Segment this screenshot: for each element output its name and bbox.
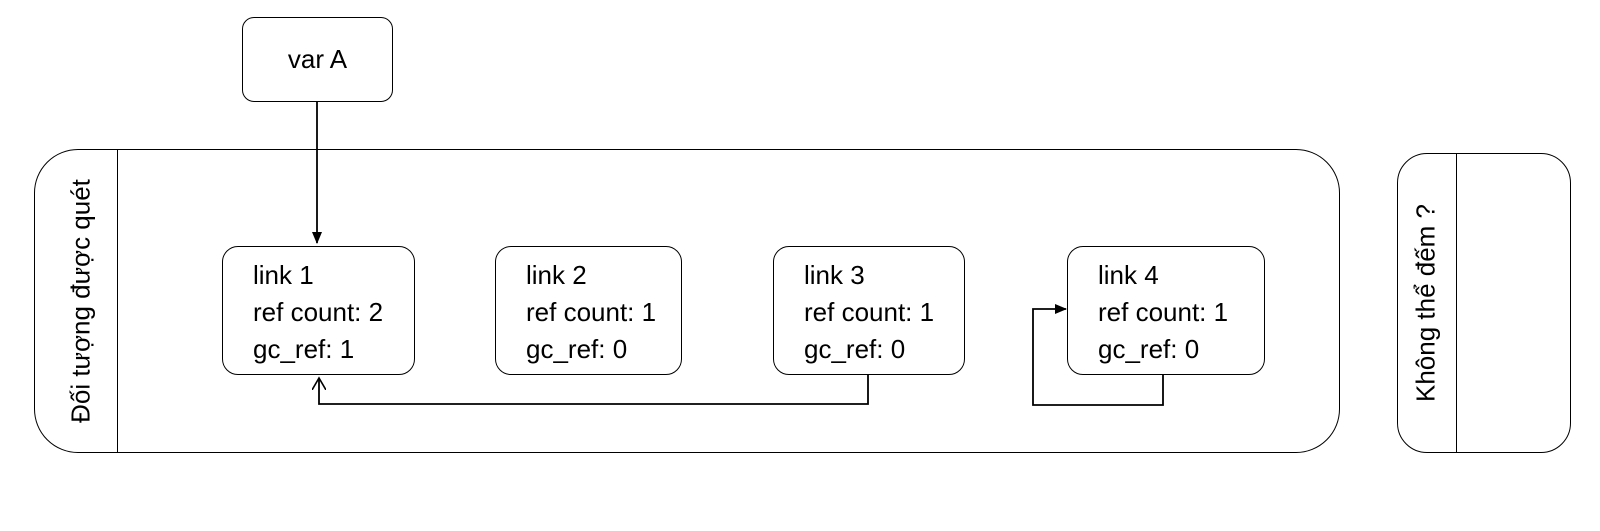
uncountable-group: [1397, 153, 1571, 453]
var-a-node: var A: [242, 17, 393, 102]
uncountable-group-divider: [1456, 154, 1457, 452]
object-gc-ref: gc_ref: 0: [526, 334, 628, 364]
object-ref-count: ref count: 1: [526, 297, 657, 327]
scanned-group-label: Đối tượng được quét: [65, 179, 96, 423]
scanned-objects-group: [34, 149, 1340, 453]
edge-link3-to-link1: [319, 375, 869, 405]
object-ref-count: ref count: 2: [253, 297, 384, 327]
scanned-group-divider: [117, 150, 118, 452]
object-name: link 1: [253, 260, 314, 290]
uncountable-group-label: Không thể đếm ?: [1410, 203, 1441, 403]
var-a-label: var A: [287, 44, 348, 74]
edge-link4-self: [1032, 304, 1164, 406]
object-node-link-3: link 3 ref count: 1 gc_ref: 0: [773, 246, 965, 375]
object-name: link 3: [804, 260, 865, 290]
object-name: link 2: [526, 260, 587, 290]
object-name: link 4: [1098, 260, 1159, 290]
object-ref-count: ref count: 1: [804, 297, 935, 327]
object-ref-count: ref count: 1: [1098, 297, 1229, 327]
object-gc-ref: gc_ref: 0: [1098, 334, 1200, 364]
object-gc-ref: gc_ref: 1: [253, 334, 355, 364]
object-node-link-2: link 2 ref count: 1 gc_ref: 0: [495, 246, 682, 375]
object-gc-ref: gc_ref: 0: [804, 334, 906, 364]
object-node-link-1: link 1 ref count: 2 gc_ref: 1: [222, 246, 415, 375]
object-node-link-4: link 4 ref count: 1 gc_ref: 0: [1067, 246, 1265, 375]
